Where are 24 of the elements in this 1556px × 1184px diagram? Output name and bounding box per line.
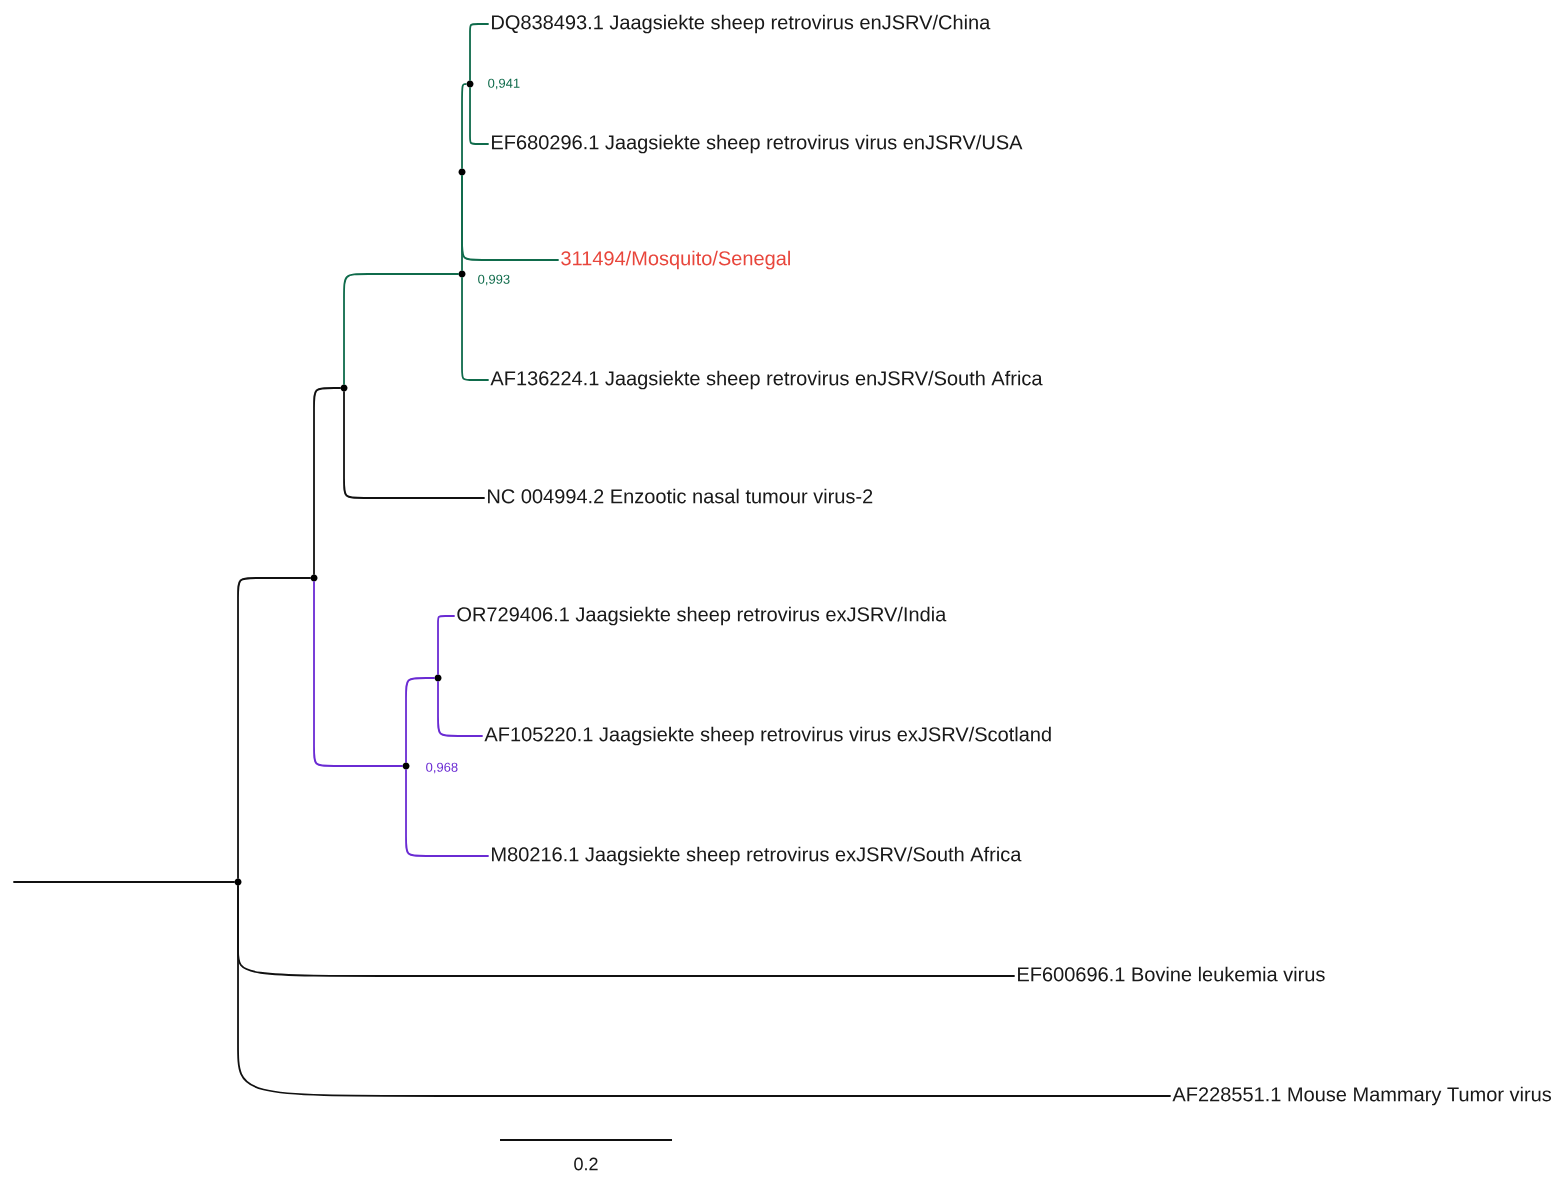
- branch-line: [405, 677, 435, 763]
- branch-line: [313, 387, 341, 575]
- branch-line: [461, 175, 559, 261]
- branch-line: [343, 273, 459, 385]
- branch-line: [13, 881, 235, 883]
- taxon-label: DQ838493.1 Jaagsiekte sheep retrovirus enJSRV/China: [492, 14, 991, 34]
- branch-line: [437, 681, 483, 737]
- taxon-label: OR729406.1 Jaagsiekte sheep retrovirus exJSRV/India: [457, 606, 947, 626]
- scale-label: 0.2: [574, 1157, 598, 1171]
- branch-line: [469, 87, 489, 145]
- taxon-label: AF136224.1 Jaagsiekte sheep retrovirus enJSRV/South Africa: [490, 370, 1043, 390]
- taxon-label: AF228551.1 Mouse Mammary Tumor virus: [1172, 1086, 1552, 1106]
- taxon-label: EF680296.1 Jaagsiekte sheep retrovirus virus enJSRV/USA: [492, 134, 1023, 154]
- taxon-label: M80216.1 Jaagsiekte sheep retrovirus exJSRV/South Africa: [492, 846, 1022, 866]
- branch-line: [405, 769, 489, 857]
- branch-line: [237, 577, 311, 879]
- branch-line: [343, 391, 485, 499]
- taxon-label: AF105220.1 Jaagsiekte sheep retrovirus virus exJSRV/Scotland: [484, 726, 1051, 746]
- taxon-label: 311494/Mosquito/Senegal: [561, 250, 790, 270]
- branch-line: [461, 83, 468, 169]
- taxon-label: EF600696.1 Bovine leukemia virus: [1018, 966, 1325, 982]
- taxon-label: NC 004994.2 Enzootic nasal tumour virus-2: [488, 488, 873, 504]
- branch-line: [237, 885, 1171, 1097]
- branch-line: [313, 581, 403, 767]
